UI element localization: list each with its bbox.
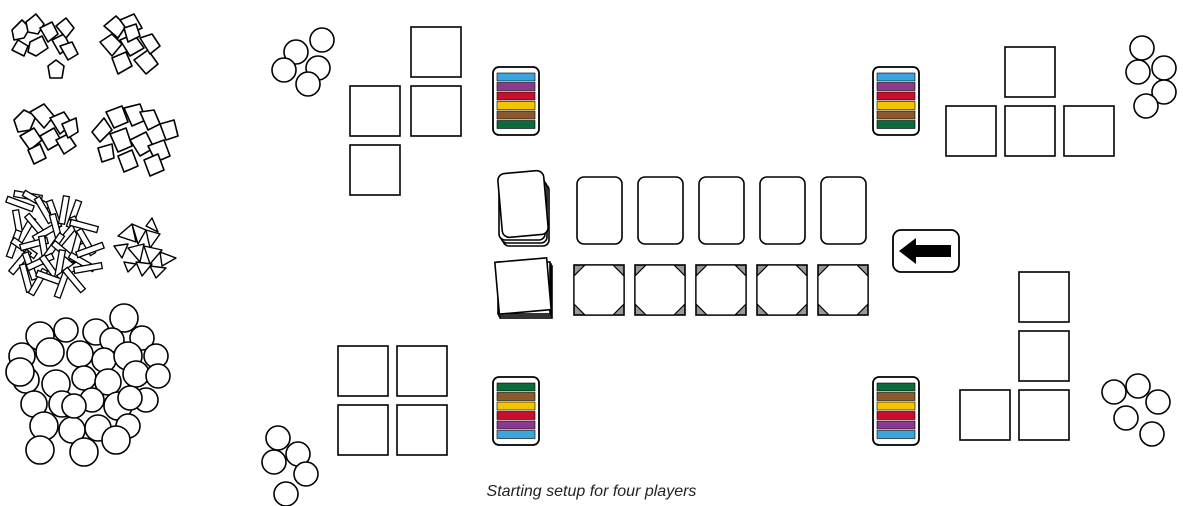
player-color-cards: [493, 67, 919, 445]
color-stripe: [877, 412, 915, 420]
color-stripe: [497, 73, 535, 81]
supply-shard-pile: [12, 14, 178, 176]
tile-slot: [411, 86, 461, 136]
color-stripe: [877, 83, 915, 91]
tile-octagon: [574, 265, 624, 315]
tile-slot: [1064, 106, 1114, 156]
tile-octagon: [696, 265, 746, 315]
market-tile-slot: [574, 265, 624, 315]
market-card-slot: [699, 177, 744, 244]
coin: [102, 426, 130, 454]
supply-coin-pile: [6, 304, 170, 466]
tile-slot: [946, 106, 996, 156]
color-stripe: [877, 102, 915, 110]
tile-slot: [397, 405, 447, 455]
color-stripe: [497, 92, 535, 100]
diagram-caption: Starting setup for four players: [0, 483, 1183, 501]
color-stripe: [877, 402, 915, 410]
tile-octagon: [757, 265, 807, 315]
tile-slot: [1019, 272, 1069, 322]
supply-triangle-pile: [114, 218, 176, 278]
player-color-card: [493, 67, 539, 135]
player-coin: [1140, 422, 1164, 446]
color-stripe: [877, 121, 915, 129]
market-tile-slot: [757, 265, 807, 315]
color-stripe: [497, 412, 535, 420]
color-stripe: [877, 111, 915, 119]
color-stripe: [497, 393, 535, 401]
color-stripe: [497, 83, 535, 91]
player-coin: [296, 72, 320, 96]
color-stripe: [877, 431, 915, 439]
market-tile-slot: [696, 265, 746, 315]
player-coin: [266, 426, 290, 450]
player-coin: [1114, 406, 1138, 430]
color-stripe: [497, 102, 535, 110]
tile-stack[interactable]: [495, 258, 552, 318]
tile-slot: [397, 346, 447, 396]
color-stripe: [877, 393, 915, 401]
player-coin: [1130, 36, 1154, 60]
tile-slot: [350, 145, 400, 195]
coin: [92, 348, 116, 372]
player-coin: [272, 58, 296, 82]
market-card-row: [577, 177, 866, 244]
supply-stick-pile: [6, 190, 104, 298]
player-coin: [1102, 380, 1126, 404]
coin: [146, 364, 170, 388]
player-color-card: [493, 377, 539, 445]
market-card-slot: [760, 177, 805, 244]
tile-slot: [1019, 331, 1069, 381]
color-stripe: [497, 121, 535, 129]
left-arrow-icon: [893, 230, 959, 272]
coin: [6, 358, 34, 386]
coin: [62, 394, 86, 418]
color-stripe: [497, 421, 535, 429]
market-card-slot: [638, 177, 683, 244]
player-coin: [1152, 56, 1176, 80]
market-card-slot: [577, 177, 622, 244]
color-stripe: [497, 383, 535, 391]
tile-slot: [1005, 106, 1055, 156]
tile-octagon: [635, 265, 685, 315]
tile-slot: [1019, 390, 1069, 440]
tile-slot: [960, 390, 1010, 440]
player-coin: [262, 450, 286, 474]
coin: [70, 438, 98, 466]
tile-slot: [1005, 47, 1055, 97]
player-coin: [310, 28, 334, 52]
market-card-slot: [821, 177, 866, 244]
color-stripe: [877, 383, 915, 391]
tile-slot: [338, 405, 388, 455]
coin: [54, 318, 78, 342]
player-coin: [1146, 390, 1170, 414]
coin: [118, 386, 142, 410]
player-color-card: [873, 377, 919, 445]
player-coin: [1126, 60, 1150, 84]
color-stripe: [877, 92, 915, 100]
coin: [123, 361, 149, 387]
player-color-card: [873, 67, 919, 135]
color-stripe: [877, 421, 915, 429]
coin: [26, 436, 54, 464]
color-stripe: [877, 73, 915, 81]
tile-slot: [411, 27, 461, 77]
color-stripe: [497, 431, 535, 439]
coin: [36, 338, 64, 366]
stick-piece: [59, 196, 70, 225]
player-coin: [1134, 94, 1158, 118]
tile-slot: [350, 86, 400, 136]
market-tile-row: [574, 265, 868, 315]
coin: [67, 341, 93, 367]
market-tile-slot: [635, 265, 685, 315]
tile-octagon: [818, 265, 868, 315]
card-deck[interactable]: [497, 170, 549, 246]
color-stripe: [497, 111, 535, 119]
market-tile-slot: [818, 265, 868, 315]
tile-slot: [338, 346, 388, 396]
player-coin: [1126, 374, 1150, 398]
color-stripe: [497, 402, 535, 410]
coin: [72, 366, 96, 390]
